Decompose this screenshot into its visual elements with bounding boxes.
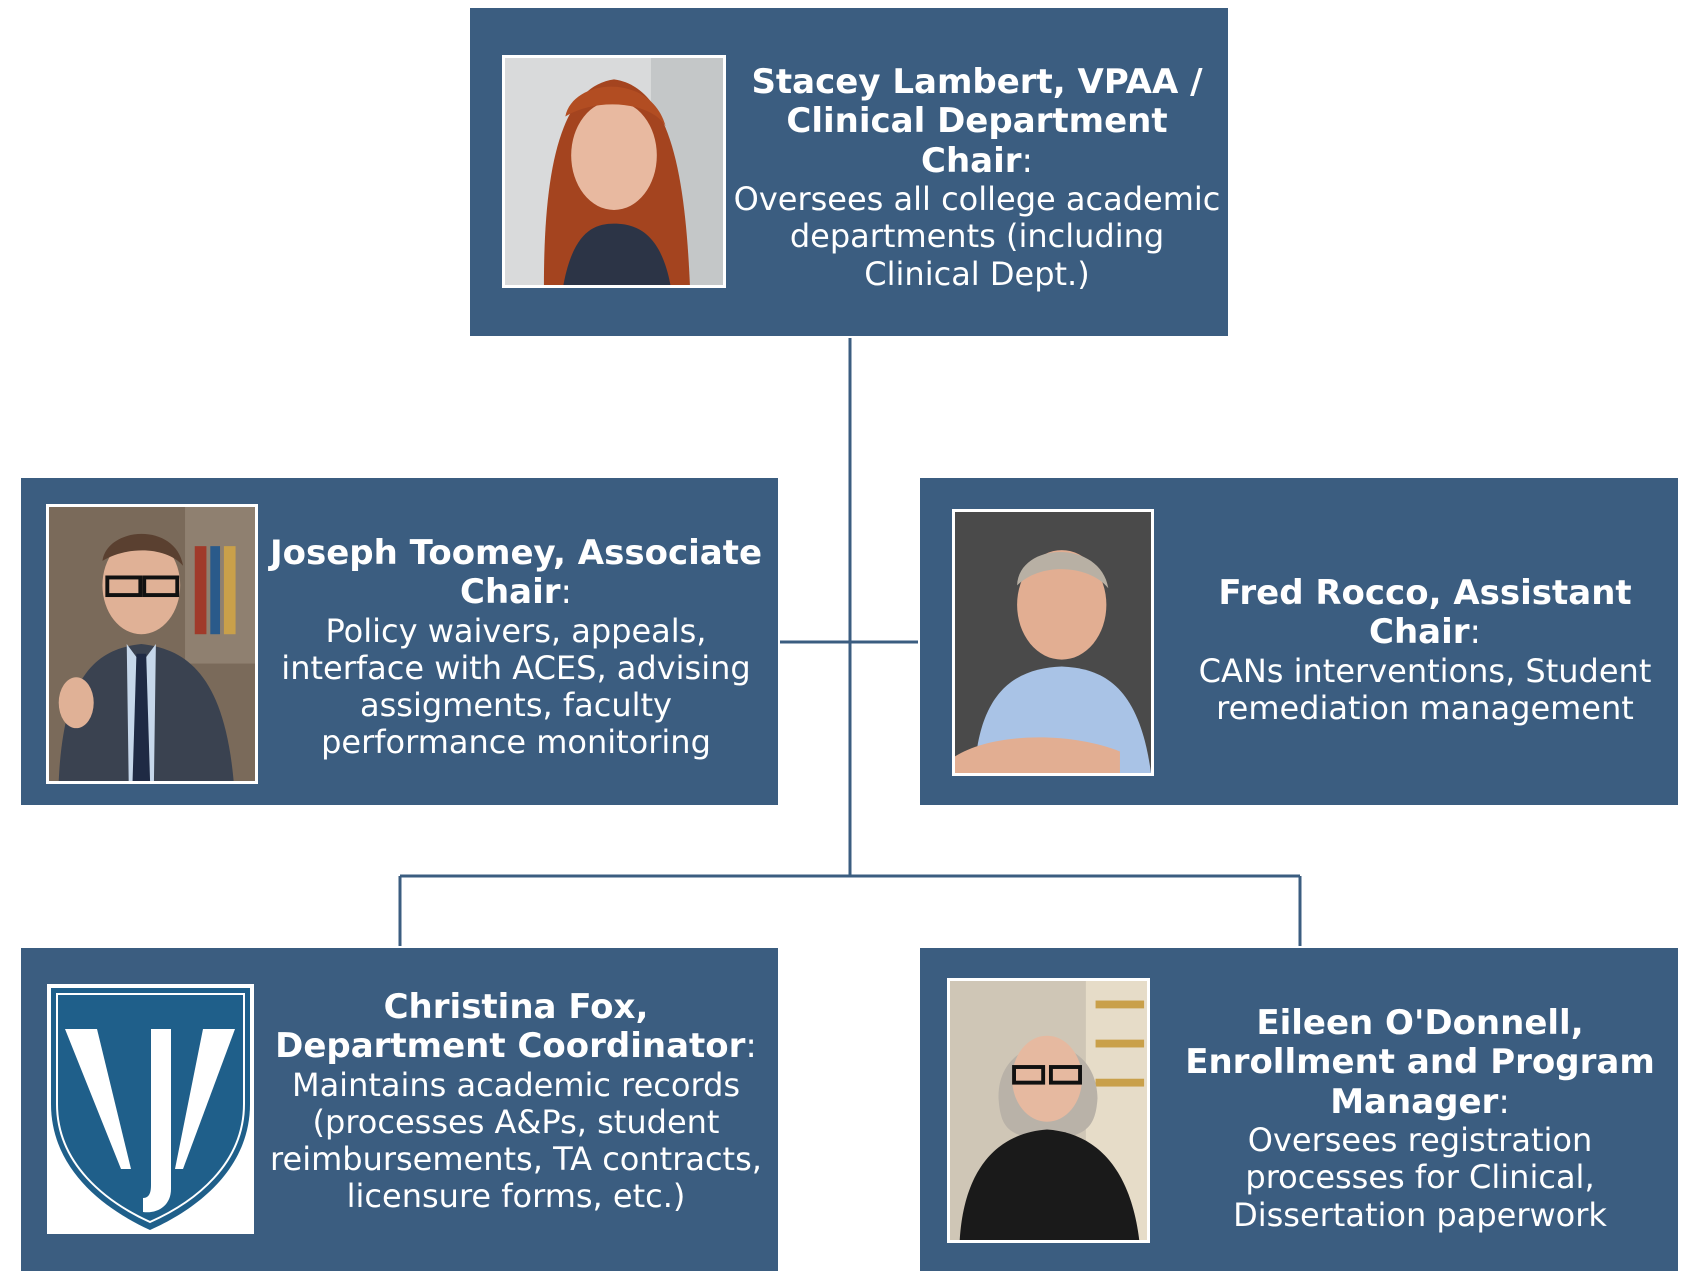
node-associate-chair-text: Joseph Toomey, Associate Chair: Policy w… xyxy=(266,533,766,762)
node-associate-chair-name: Joseph Toomey, Associate Chair xyxy=(269,533,763,613)
node-department-coordinator-text: Christina Fox, Department Coordinator: M… xyxy=(266,987,766,1216)
stacey-lambert-photo xyxy=(502,55,726,288)
node-assistant-chair-name: Fred Rocco, Assistant Chair xyxy=(1218,573,1632,653)
node-associate-chair-colon: : xyxy=(560,572,572,613)
eileen-odonnell-photo xyxy=(947,978,1150,1243)
node-assistant-chair-text: Fred Rocco, Assistant Chair: CANs interv… xyxy=(1175,573,1675,727)
node-chair-description: Oversees all college academic department… xyxy=(733,180,1221,293)
node-department-coordinator-colon: : xyxy=(745,1026,757,1067)
node-assistant-chair-description: CANs interventions, Student remediation … xyxy=(1198,651,1652,727)
joseph-toomey-photo xyxy=(46,504,258,784)
node-associate-chair: Joseph Toomey, Associate Chair: Policy w… xyxy=(21,478,778,805)
shield-logo-icon xyxy=(47,984,254,1234)
node-assistant-chair-colon: : xyxy=(1469,612,1481,653)
node-enrollment-manager-text: Eileen O'Donnell, Enrollment and Program… xyxy=(1165,1003,1675,1234)
node-chair: Stacey Lambert, VPAA / Clinical Departme… xyxy=(470,8,1228,336)
node-department-coordinator-name: Christina Fox, Department Coordinator xyxy=(275,987,746,1067)
node-enrollment-manager: Eileen O'Donnell, Enrollment and Program… xyxy=(920,948,1678,1271)
node-chair-name: Stacey Lambert, VPAA / Clinical Departme… xyxy=(751,62,1203,181)
fred-rocco-photo xyxy=(952,509,1154,776)
node-assistant-chair: Fred Rocco, Assistant Chair: CANs interv… xyxy=(920,478,1678,805)
node-department-coordinator-description: Maintains academic records (processes A&… xyxy=(270,1065,762,1216)
node-chair-colon: : xyxy=(1021,140,1033,181)
node-associate-chair-description: Policy waivers, appeals, interface with … xyxy=(281,611,751,762)
node-enrollment-manager-colon: : xyxy=(1498,1081,1510,1122)
node-chair-text: Stacey Lambert, VPAA / Clinical Departme… xyxy=(732,62,1222,293)
node-enrollment-manager-description: Oversees registration processes for Clin… xyxy=(1233,1121,1607,1234)
node-department-coordinator: Christina Fox, Department Coordinator: M… xyxy=(21,948,778,1271)
node-enrollment-manager-name: Eileen O'Donnell, Enrollment and Program… xyxy=(1185,1003,1655,1122)
